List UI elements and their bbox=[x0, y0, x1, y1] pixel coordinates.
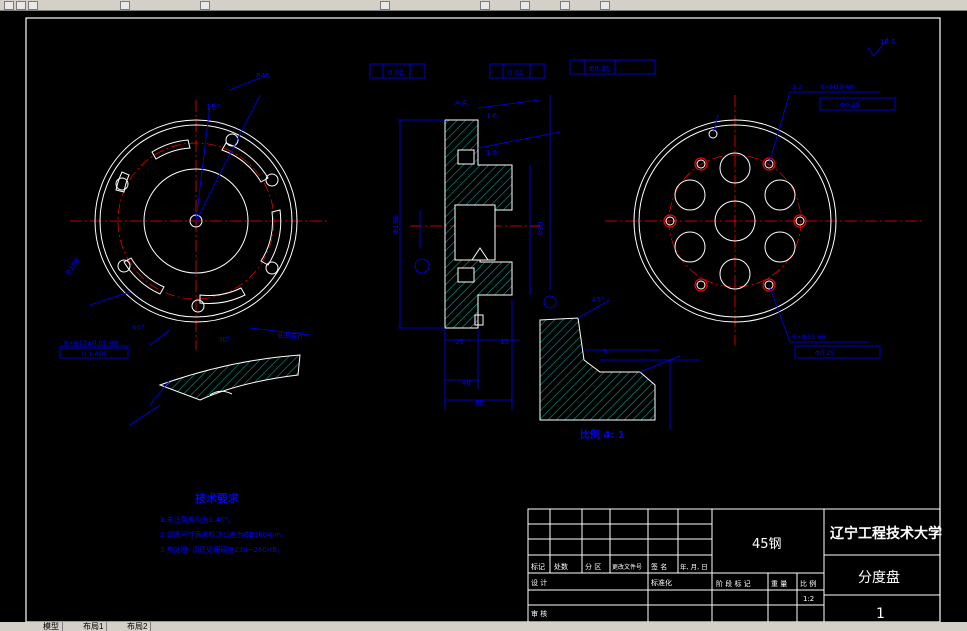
toolbar-button[interactable] bbox=[520, 1, 530, 10]
note-item-1: 1.未注倒角均为1.45°。 bbox=[160, 515, 235, 524]
header-doc: 更改文件号 bbox=[612, 563, 642, 571]
position-tol: Φ0.01 bbox=[589, 65, 610, 73]
stage-label: 阶 段 标 记 bbox=[716, 579, 751, 588]
diameter-90-label: Φ90 bbox=[537, 222, 545, 236]
surface-32-label: 3.2 bbox=[792, 83, 802, 91]
flatness-tol: 0.02 bbox=[388, 69, 404, 77]
title-block-text: 45钢 辽宁工程技术大学 分度盘 1 标记 处数 分 区 更改文件号 签 名 年… bbox=[531, 525, 942, 622]
drawing-canvas[interactable]: 15° R45 Φ188 6×Φ13±0.05 H8 0.1 ABC 30° 6… bbox=[0, 10, 967, 622]
diameter-160-label: Φ160 bbox=[392, 215, 400, 234]
toolbar bbox=[0, 0, 967, 11]
ratio-label: 比 例 bbox=[800, 579, 816, 588]
toolbar-button[interactable] bbox=[480, 1, 490, 10]
tab-layout-2[interactable]: 布局2 bbox=[124, 622, 152, 631]
toolbar-button[interactable] bbox=[200, 1, 210, 10]
detail-5-label: 5 bbox=[603, 348, 607, 356]
thread-tol-label: Φ0.25 bbox=[840, 101, 860, 109]
angle-30-label: 30° bbox=[218, 336, 230, 344]
header-count: 处数 bbox=[554, 562, 568, 571]
scale-value: 1:2 bbox=[803, 595, 814, 603]
section-view: 0.02 0.01 Φ0.01 A-A 1.6 1.6 Φ160 Φ90 25 … bbox=[369, 59, 656, 410]
drawing-border bbox=[25, 17, 941, 622]
header-sign: 签 名 bbox=[651, 562, 667, 571]
tab-model[interactable]: 模型 bbox=[40, 622, 63, 631]
toolbar-button[interactable] bbox=[4, 1, 14, 10]
width-25-label: 25 bbox=[455, 338, 464, 346]
toolbar-button[interactable] bbox=[16, 1, 26, 10]
width-80-label: 80 bbox=[475, 399, 484, 407]
toolbar-button[interactable] bbox=[28, 1, 38, 10]
angle-15-label: 15° bbox=[206, 103, 220, 112]
surface-16-label: 1.6 bbox=[486, 112, 498, 120]
header-mark: 标记 bbox=[531, 562, 545, 571]
toolbar-button[interactable] bbox=[120, 1, 130, 10]
right-view: 3.2 6×M10-6H Φ0.25 6×Φ33 H8 Φ0.25 12.5 bbox=[605, 37, 925, 359]
section-bb-label: B-B展开 bbox=[278, 332, 304, 340]
surface-16b-label: 1.6 bbox=[486, 149, 498, 157]
tab-layout-1[interactable]: 布局1 bbox=[80, 622, 108, 631]
toolbar-button[interactable] bbox=[380, 1, 390, 10]
thread-spec-label: 6×M10-6H bbox=[820, 83, 855, 91]
slot-development bbox=[129, 354, 301, 426]
roughness-other-label: 12.5 bbox=[880, 38, 896, 46]
detail-view: 5 45° 比例 4: 1 bbox=[539, 296, 700, 441]
width-15-label: 15 bbox=[500, 338, 509, 346]
notes-title: 技术要求 bbox=[195, 491, 240, 505]
note-item-2: 2.调质尺寸面未标注公差为GB1804-m。 bbox=[160, 530, 288, 539]
bolt-tol-label: Φ0.25 bbox=[815, 349, 835, 357]
diameter-188-label: Φ188 bbox=[64, 257, 81, 277]
row-review: 审 核 bbox=[531, 609, 547, 618]
part-name: 分度盘 bbox=[858, 569, 900, 586]
header-zone: 分 区 bbox=[585, 562, 601, 571]
technical-notes: 技术要求 1.未注倒角均为1.45°。 2.调质尺寸面未标注公差为GB1804-… bbox=[160, 491, 288, 554]
width-40-label: 40 bbox=[462, 379, 471, 387]
title-block bbox=[527, 508, 941, 622]
angle-60-label: 60° bbox=[132, 324, 144, 332]
header-date: 年, 月, 日 bbox=[680, 562, 708, 571]
section-aa-label: A-A bbox=[455, 99, 467, 107]
note-item-3: 3.热处理: 调质处理硬度230~260HB。 bbox=[160, 545, 284, 554]
slot-width-label: R45 bbox=[256, 72, 270, 80]
material-label: 45钢 bbox=[752, 537, 782, 552]
layout-tabs: 模型 布局1 布局2 bbox=[0, 622, 967, 631]
bolt-spec-label: 6×Φ33 H8 bbox=[792, 333, 826, 341]
detail-scale-label: 比例 4: 1 bbox=[580, 428, 625, 441]
row-design: 设 计 bbox=[531, 578, 547, 587]
detail-angle-label: 45° bbox=[592, 296, 604, 304]
sheet-number: 1 bbox=[876, 606, 885, 622]
weight-label: 重 量 bbox=[771, 580, 787, 588]
row-standard: 标准化 bbox=[651, 578, 672, 587]
toolbar-button[interactable] bbox=[560, 1, 570, 10]
toolbar-button[interactable] bbox=[600, 1, 610, 10]
left-view: 15° R45 Φ188 6×Φ13±0.05 H8 0.1 ABC 30° 6… bbox=[59, 72, 330, 359]
pos-tol-label: 0.1 ABC bbox=[82, 350, 108, 358]
school-name: 辽宁工程技术大学 bbox=[830, 525, 942, 542]
hole-spec-label: 6×Φ13±0.05 H8 bbox=[64, 339, 118, 347]
parallel-tol: 0.01 bbox=[508, 69, 524, 77]
